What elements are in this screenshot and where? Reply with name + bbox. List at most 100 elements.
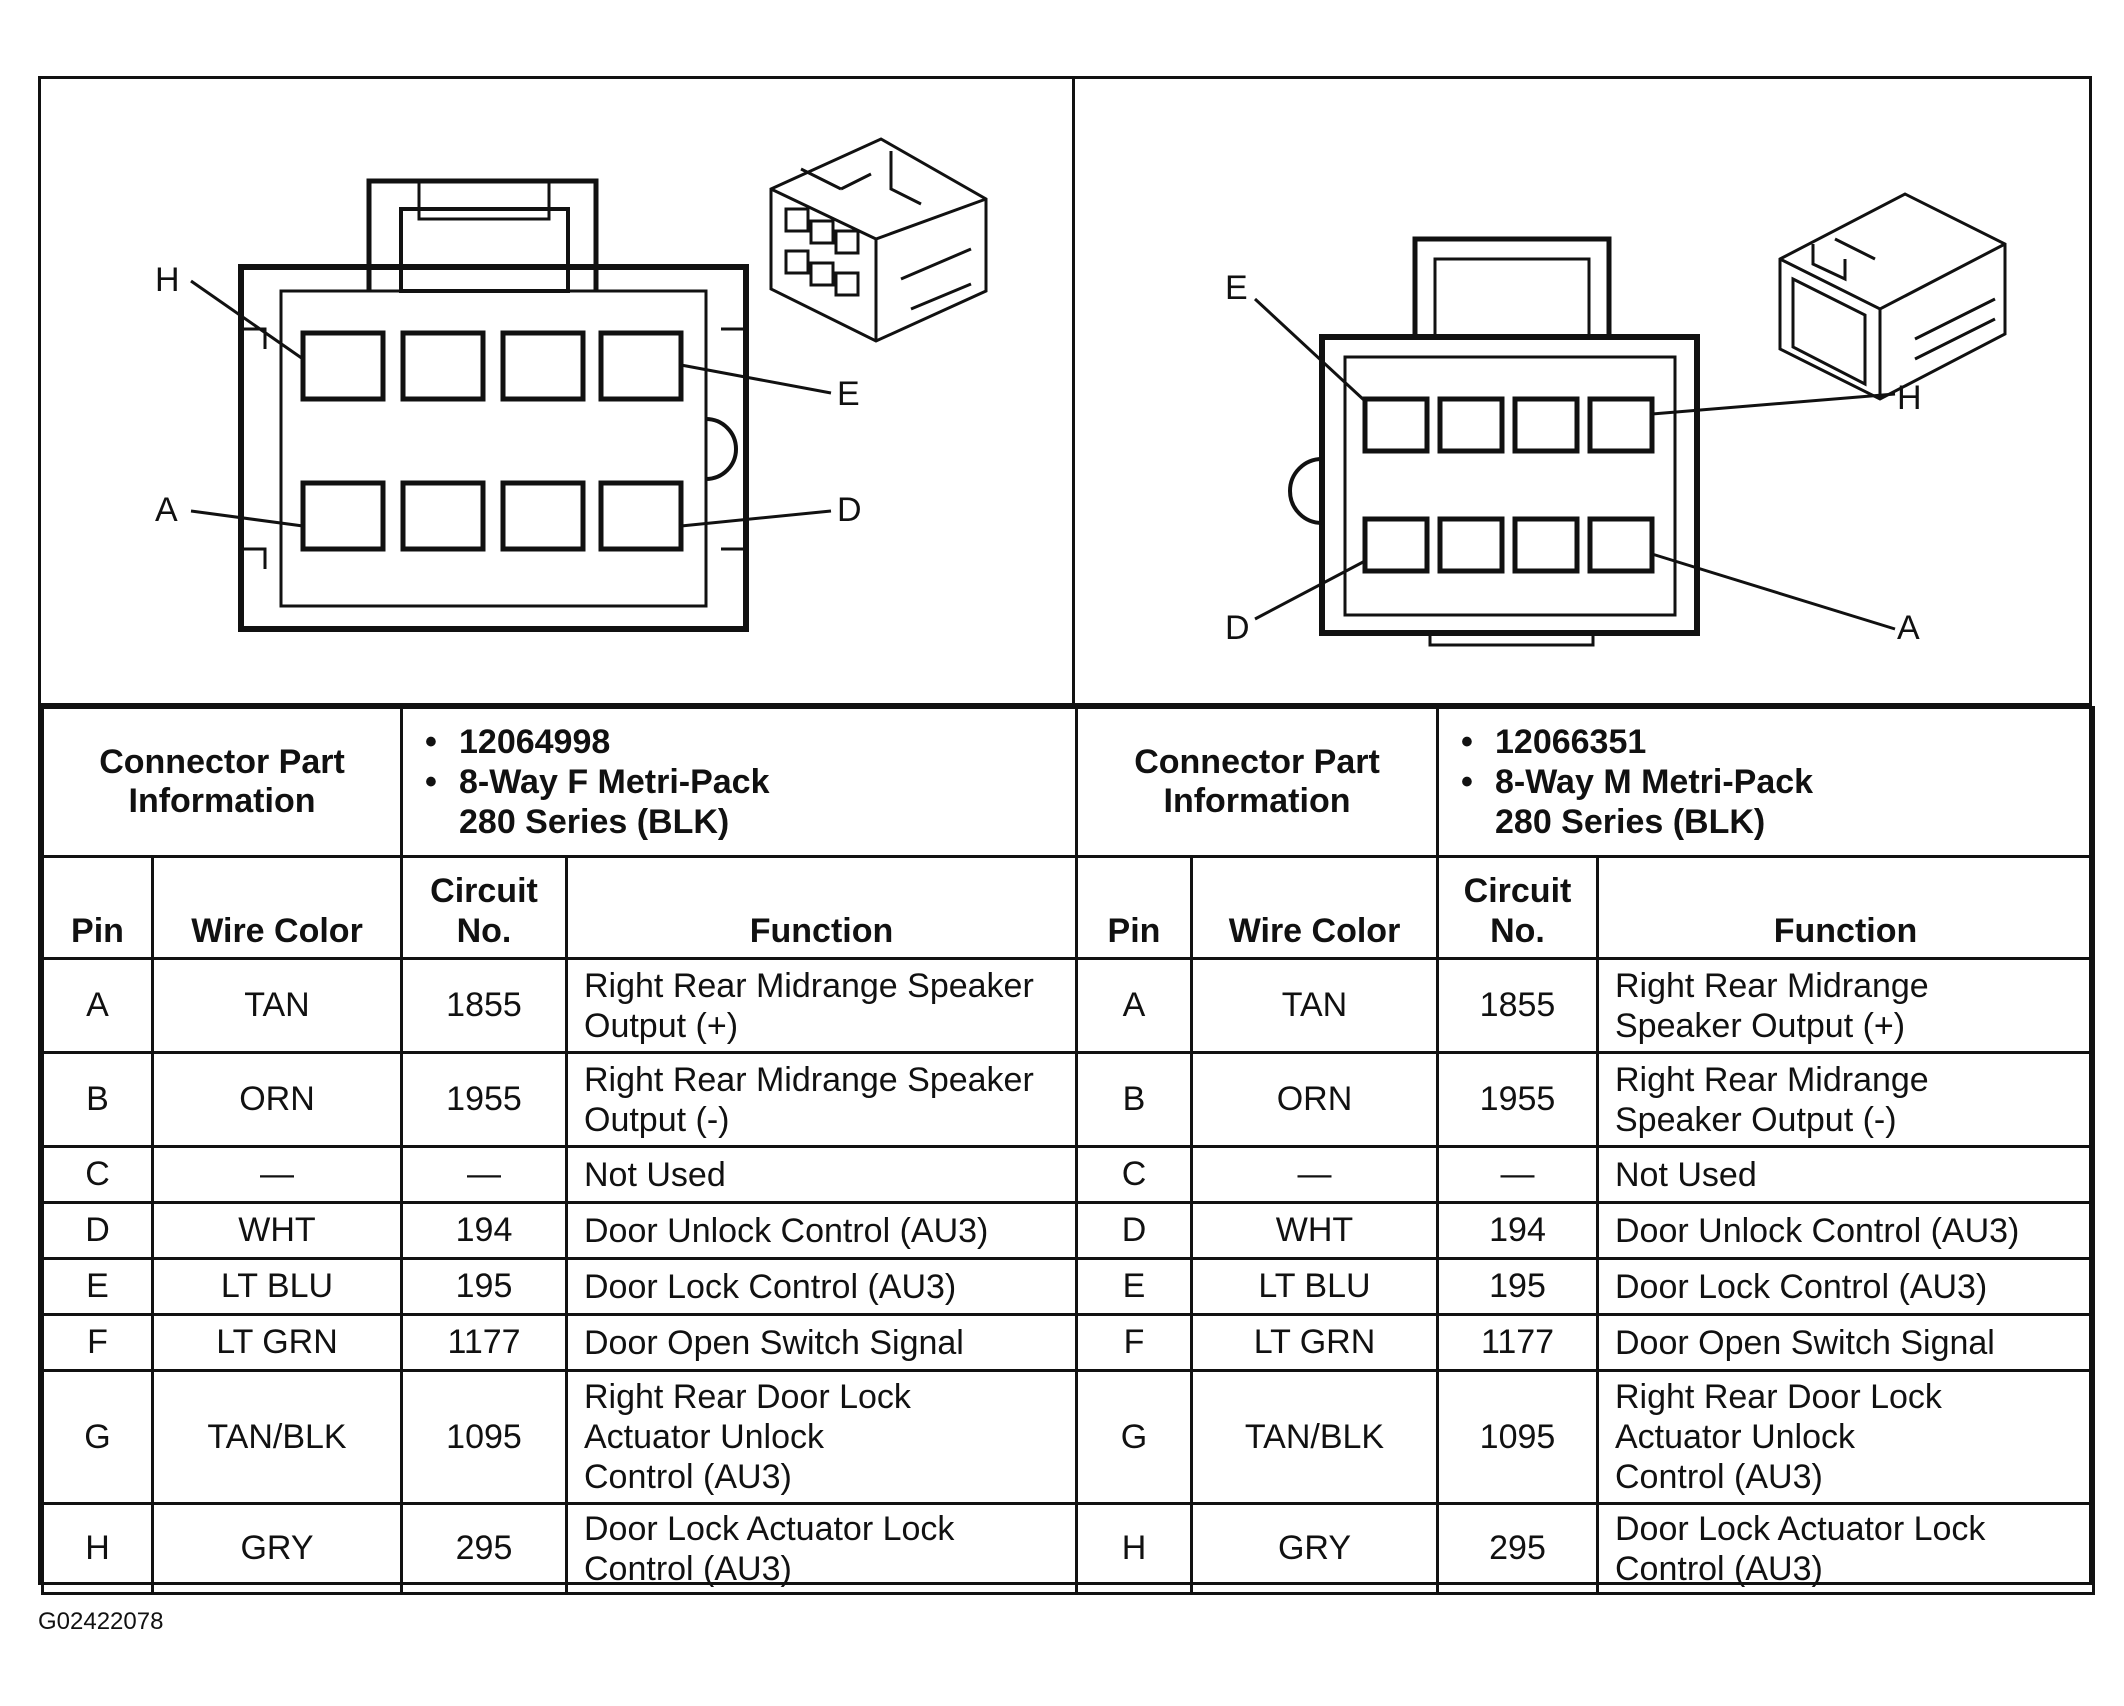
wire-color-cell: GRY: [151, 1502, 403, 1595]
circuit-cell: —: [400, 1145, 568, 1204]
header-wire-color: Wire Color: [1190, 855, 1439, 960]
function-cell: Right Rear Midrange Speaker Output (+): [565, 957, 1078, 1054]
connector-figure: H E A D: [38, 76, 2095, 1595]
function-cell: Door Lock Actuator Lock Control (AU3): [1596, 1502, 2095, 1595]
function-cell: Right Rear Midrange Speaker Output (-): [1596, 1051, 2095, 1148]
wire-color-cell: WHT: [1190, 1201, 1439, 1260]
circuit-cell: 1855: [1436, 957, 1599, 1054]
pin-cell: E: [1075, 1257, 1193, 1316]
function-cell: Right Rear Midrange Speaker Output (+): [1596, 957, 2095, 1054]
function-cell: Not Used: [565, 1145, 1078, 1204]
circuit-cell: 195: [1436, 1257, 1599, 1316]
pin-cell: B: [1075, 1051, 1193, 1148]
function-cell: Door Lock Control (AU3): [1596, 1257, 2095, 1316]
circuit-cell: 1955: [400, 1051, 568, 1148]
pin-cell: F: [1075, 1313, 1193, 1372]
circuit-cell: 295: [400, 1502, 568, 1595]
pin-cell: C: [1075, 1145, 1193, 1204]
table-header-row: Pin Wire Color Circuit No. Function: [1075, 855, 2095, 960]
wire-color-cell: LT GRN: [1190, 1313, 1439, 1372]
pin-cell: A: [1075, 957, 1193, 1054]
wire-color-cell: —: [151, 1145, 403, 1204]
function-cell: Door Open Switch Signal: [1596, 1313, 2095, 1372]
pin-cell: H: [41, 1502, 154, 1595]
wire-color-cell: TAN/BLK: [1190, 1369, 1439, 1505]
diagram-divider: [1072, 79, 1075, 703]
pin-cell: D: [41, 1201, 154, 1260]
function-cell: Door Unlock Control (AU3): [1596, 1201, 2095, 1260]
part-number: 12064998: [425, 722, 1075, 762]
pin-cell: C: [41, 1145, 154, 1204]
pin-cell: H: [1075, 1502, 1193, 1595]
pin-cell: E: [41, 1257, 154, 1316]
pin-cell: B: [41, 1051, 154, 1148]
cavity-label-bottom-left: A: [155, 491, 178, 529]
part-info-row: Connector Part Information 12064998 8-Wa…: [41, 706, 1078, 858]
function-cell: Right Rear Door Lock Actuator Unlock Con…: [565, 1369, 1078, 1505]
wire-color-cell: LT BLU: [151, 1257, 403, 1316]
connector-diagrams: H E A D: [41, 79, 2089, 706]
function-cell: Not Used: [1596, 1145, 2095, 1204]
header-circuit: Circuit No.: [400, 855, 568, 960]
figure-id: G02422078: [38, 1608, 164, 1635]
table-row: C——Not Used: [41, 1145, 1078, 1204]
header-function: Function: [1596, 855, 2095, 960]
part-info-row: Connector Part Information 12066351 8-Wa…: [1075, 706, 2095, 858]
circuit-cell: 1855: [400, 957, 568, 1054]
cavity-label-top-left: E: [1225, 269, 1248, 307]
circuit-cell: 195: [400, 1257, 568, 1316]
female-connector-iso-sketch: [769, 137, 988, 343]
wire-color-cell: TAN: [151, 957, 403, 1054]
part-info-values: 12064998 8-Way F Metri-Pack 280 Series (…: [400, 706, 1078, 858]
cavity-label-bottom-right: D: [837, 491, 862, 529]
function-cell: Door Unlock Control (AU3): [565, 1201, 1078, 1260]
function-cell: Right Rear Door Lock Actuator Unlock Con…: [1596, 1369, 2095, 1505]
part-number: 12066351: [1461, 722, 2092, 762]
function-cell: Right Rear Midrange Speaker Output (-): [565, 1051, 1078, 1148]
wire-color-cell: WHT: [151, 1201, 403, 1260]
wire-color-cell: TAN: [1190, 957, 1439, 1054]
female-connector-diagram: H E A D: [155, 137, 988, 632]
circuit-cell: 1095: [1436, 1369, 1599, 1505]
female-connector-table: Connector Part Information 12064998 8-Wa…: [41, 706, 1078, 1595]
header-wire-color: Wire Color: [151, 855, 403, 960]
table-row: C——Not Used: [1075, 1145, 2095, 1204]
function-cell: Door Open Switch Signal: [565, 1313, 1078, 1372]
circuit-cell: 1955: [1436, 1051, 1599, 1148]
pin-cell: F: [41, 1313, 154, 1372]
pin-cell: A: [41, 957, 154, 1054]
male-connector-diagram: E H D A: [1225, 192, 2007, 647]
wire-color-cell: LT BLU: [1190, 1257, 1439, 1316]
cavity-label-bottom-left: D: [1225, 609, 1250, 647]
wire-color-cell: ORN: [1190, 1051, 1439, 1148]
circuit-cell: 1095: [400, 1369, 568, 1505]
part-info-values: 12066351 8-Way M Metri-Pack 280 Series (…: [1436, 706, 2095, 858]
circuit-cell: 194: [1436, 1201, 1599, 1260]
cavity-label-top-left: H: [155, 261, 180, 299]
circuit-cell: 295: [1436, 1502, 1599, 1595]
header-function: Function: [565, 855, 1078, 960]
wire-color-cell: LT GRN: [151, 1313, 403, 1372]
part-info-heading: Connector Part Information: [41, 706, 403, 858]
table-header-row: Pin Wire Color Circuit No. Function: [41, 855, 1078, 960]
wire-color-cell: GRY: [1190, 1502, 1439, 1595]
wire-color-cell: —: [1190, 1145, 1439, 1204]
cavity-label-top-right: E: [837, 375, 860, 413]
cavity-label-bottom-right: A: [1897, 609, 1920, 647]
circuit-cell: 1177: [400, 1313, 568, 1372]
wire-color-cell: ORN: [151, 1051, 403, 1148]
